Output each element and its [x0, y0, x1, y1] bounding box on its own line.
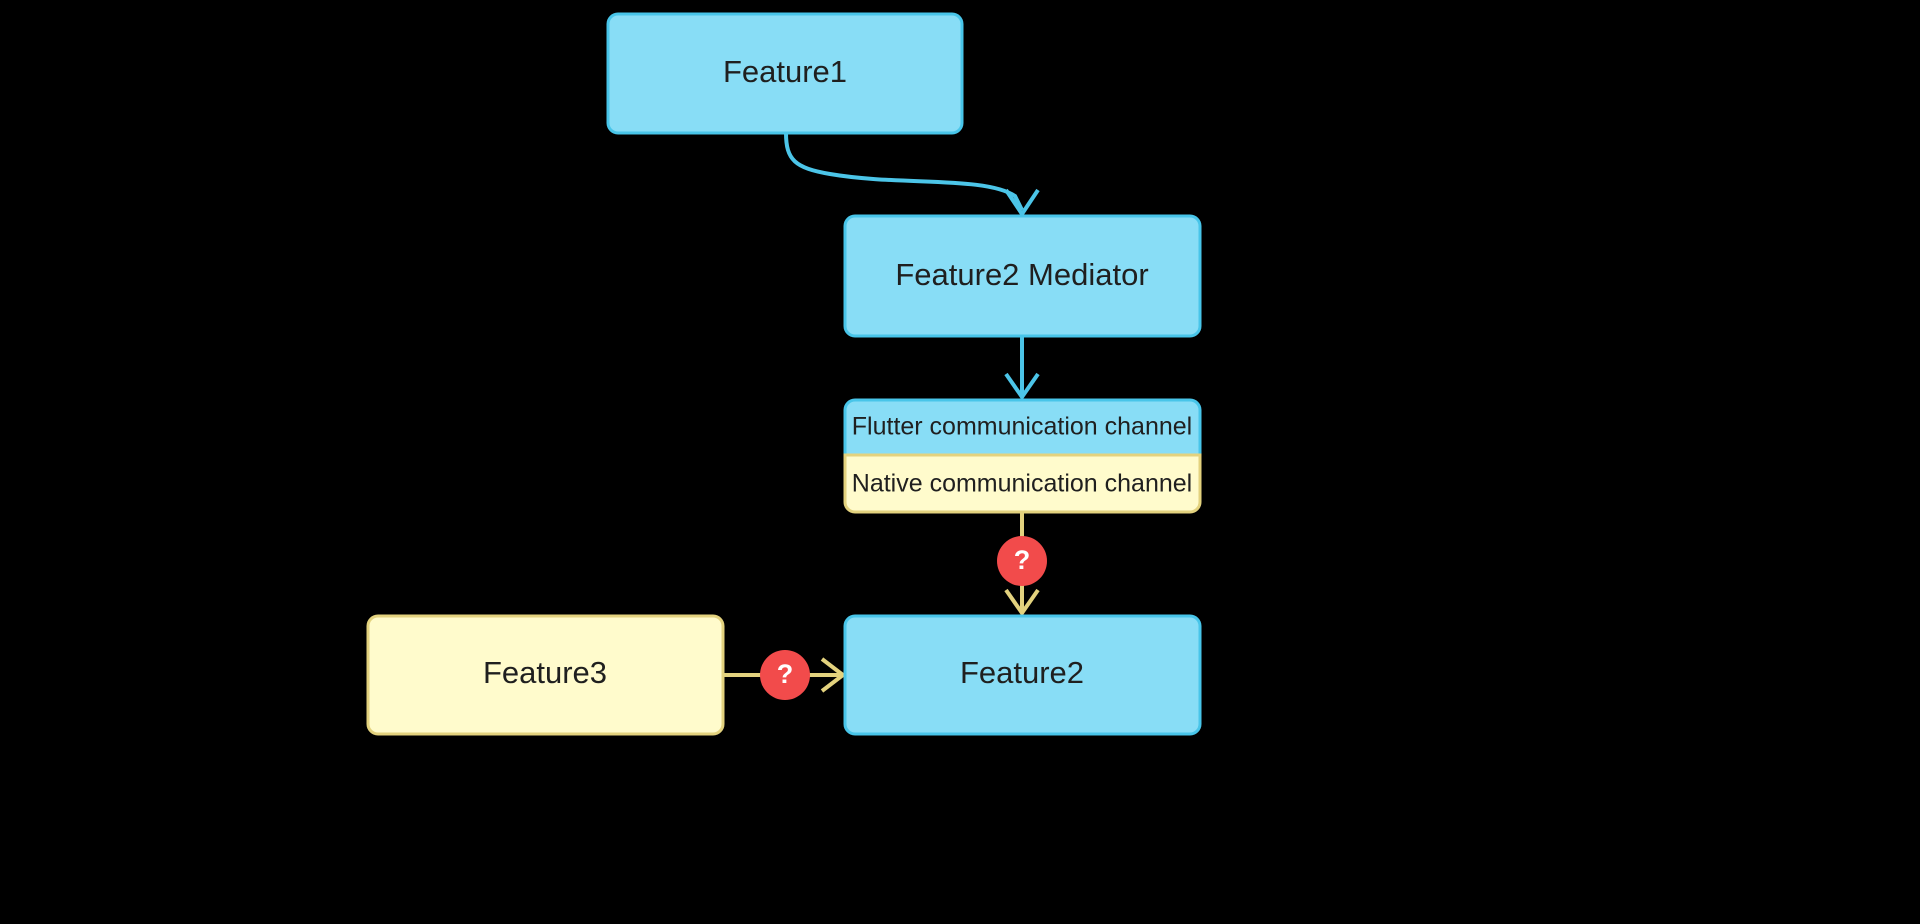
- badge-feature3-to-feature2[interactable]: ?: [760, 650, 810, 700]
- node-feature1-label: Feature1: [723, 54, 847, 89]
- node-feature2-mediator[interactable]: Feature2 Mediator: [843, 214, 1202, 338]
- node-communication-channel[interactable]: Flutter communication channel Native com…: [843, 398, 1202, 514]
- edge-feature1-to-mediator-arrowhead: [1004, 188, 1040, 218]
- edge-mediator-to-channel-arrowhead: [1004, 372, 1040, 401]
- node-feature3-label: Feature3: [483, 655, 607, 690]
- badge-channel-to-feature2[interactable]: ?: [997, 536, 1047, 586]
- node-feature2-mediator-box[interactable]: [843, 214, 1202, 338]
- node-feature1-box[interactable]: [606, 12, 964, 135]
- node-feature2-mediator-label: Feature2 Mediator: [895, 257, 1148, 292]
- node-feature3[interactable]: Feature3: [366, 614, 725, 736]
- edge-feature1-to-mediator-line: [784, 132, 1024, 211]
- node-channel-flutter-label: Flutter communication channel: [852, 413, 1192, 441]
- badge-feature3-to-feature2-circle[interactable]: [760, 650, 810, 700]
- edge-mediator-to-channel: [1004, 336, 1040, 401]
- node-feature2-label: Feature2: [960, 655, 1084, 690]
- edge-feature3-to-feature2-arrowhead: [820, 657, 847, 693]
- node-feature2-box[interactable]: [843, 614, 1202, 736]
- node-channel-native-label: Native communication channel: [852, 470, 1192, 498]
- node-feature2[interactable]: Feature2: [843, 614, 1202, 736]
- edge-feature1-to-mediator: [784, 132, 1040, 218]
- badge-feature3-to-feature2-label: ?: [777, 659, 794, 689]
- node-feature3-box[interactable]: [366, 614, 725, 736]
- badge-channel-to-feature2-label: ?: [1014, 545, 1031, 575]
- node-channel-native-box[interactable]: [843, 453, 1202, 514]
- edge-channel-to-feature2-arrowhead: [1004, 588, 1040, 617]
- node-feature1[interactable]: Feature1: [606, 12, 964, 135]
- badge-channel-to-feature2-circle[interactable]: [997, 536, 1047, 586]
